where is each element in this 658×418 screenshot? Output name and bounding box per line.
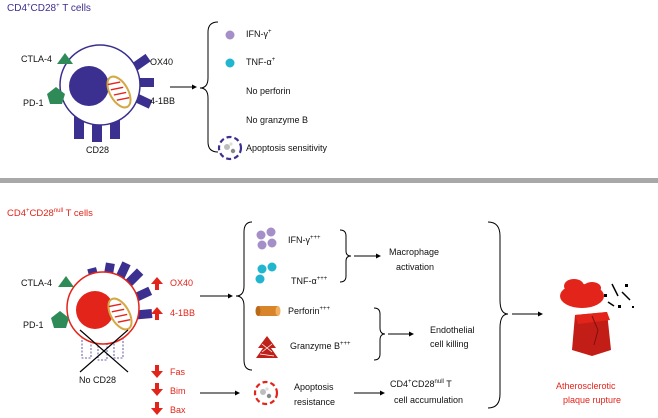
- perforin-icon: [255, 306, 281, 316]
- cd28-positive-cell: [47, 44, 154, 142]
- cytokine-perforin: Perforin+++: [288, 306, 331, 316]
- section-title-bottom: CD4+CD28null T cells: [7, 208, 93, 219]
- mitochondrion: [107, 297, 133, 331]
- ox40-label: OX40: [150, 57, 174, 67]
- mitochondrion: [106, 75, 132, 109]
- nucleus: [69, 66, 109, 106]
- brace: [199, 21, 219, 153]
- cytokine-granzyme-b: Granzyme B+++: [290, 341, 351, 351]
- brace: [373, 307, 386, 361]
- ctla4-label: CTLA-4: [21, 278, 53, 288]
- brace: [339, 229, 352, 283]
- ctla4-marker: [57, 53, 73, 64]
- bax-label: Bax: [170, 405, 186, 415]
- bim-label: Bim: [170, 386, 186, 396]
- brace: [235, 221, 253, 371]
- down-arrow-icon: [151, 365, 163, 415]
- tnf-alpha-icon: [255, 262, 277, 284]
- outcome-ifn-gamma: IFN-γ+: [246, 29, 272, 39]
- outcome-no-perforin: No perforin: [246, 86, 291, 96]
- accumulation-line1: CD4+CD28null T: [390, 379, 452, 389]
- cd28-null-cell: [51, 261, 153, 373]
- cytokine-ifn-gamma: IFN-γ+++: [288, 235, 321, 245]
- cd28-receptor: [74, 113, 84, 139]
- macrophage-line2: activation: [396, 262, 435, 272]
- brace: [487, 221, 509, 409]
- 4-1bb-receptor: [130, 78, 154, 87]
- apoptosis-line1: Apoptosis: [294, 382, 334, 392]
- no-cd28-label: No CD28: [79, 375, 117, 385]
- cytokine-tnf-alpha: TNF-α+++: [291, 276, 328, 286]
- outcome-tnf-alpha: TNF-α+: [246, 57, 276, 67]
- 4-1bb-label: 4-1BB: [170, 308, 196, 318]
- plaque-rupture-icon: [560, 279, 634, 356]
- nucleus: [76, 291, 114, 329]
- section-divider: [0, 178, 658, 183]
- cd28-receptor: [110, 113, 120, 139]
- endothelial-line2: cell killing: [430, 339, 469, 349]
- outcome-apoptosis-sensitivity: Apoptosis sensitivity: [246, 143, 328, 153]
- ctla4-marker: [58, 276, 74, 287]
- pd1-label: PD-1: [23, 320, 44, 330]
- tnf-alpha-icon: [225, 58, 235, 68]
- arrow-icon: [192, 84, 197, 90]
- cd28-label: CD28: [86, 145, 110, 155]
- apoptosis-icon: [217, 135, 243, 161]
- ifn-gamma-icon: [225, 30, 235, 40]
- outcome-line1: Atherosclerotic: [556, 381, 616, 391]
- ox40-label: OX40: [170, 278, 194, 288]
- outcome-no-granzyme: No granzyme B: [246, 115, 309, 125]
- macrophage-line1: Macrophage: [389, 247, 440, 257]
- pd1-label: PD-1: [23, 98, 44, 108]
- apoptosis-line2: resistance: [294, 397, 336, 407]
- granzyme-b-icon: [256, 336, 278, 358]
- cd28-receptor: [92, 116, 102, 142]
- apoptosis-icon: [253, 380, 279, 406]
- ifn-gamma-icon: [256, 227, 277, 250]
- pd1-marker: [51, 311, 69, 328]
- pd1-marker: [47, 87, 65, 104]
- endothelial-line1: Endothelial: [430, 325, 475, 335]
- section-title-top: CD4+CD28+ T cells: [7, 3, 91, 14]
- up-arrow-icon: [151, 277, 163, 320]
- outcome-line2: plaque rupture: [563, 395, 622, 405]
- fas-label: Fas: [170, 367, 186, 377]
- ctla4-label: CTLA-4: [21, 54, 53, 64]
- accumulation-line2: cell accumulation: [394, 395, 464, 405]
- 4-1bb-label: 4-1BB: [150, 96, 176, 106]
